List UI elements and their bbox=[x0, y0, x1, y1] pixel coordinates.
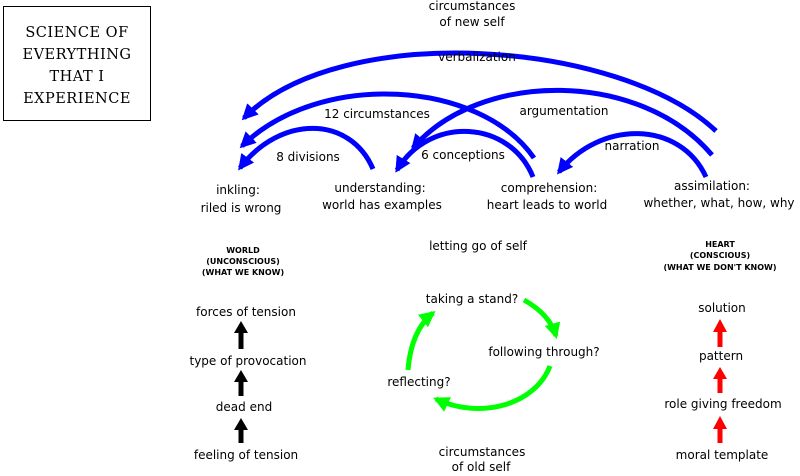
up-arrow-icon bbox=[234, 418, 248, 443]
world-item: dead end bbox=[216, 400, 272, 414]
cycle-step: reflecting? bbox=[387, 375, 450, 389]
narration-arc bbox=[557, 131, 709, 179]
green-arrow-reflect-to-stand bbox=[405, 310, 436, 371]
argumentation-label: argumentation bbox=[519, 104, 608, 118]
six-conceptions-label: 6 conceptions bbox=[421, 148, 505, 162]
title-line: EVERYTHING bbox=[22, 47, 132, 63]
up-arrow-icon bbox=[713, 319, 727, 347]
up-arrow-icon bbox=[713, 416, 727, 443]
comprehension-desc: heart leads to world bbox=[487, 198, 607, 212]
narration-label: narration bbox=[605, 139, 660, 153]
cycle-top-label: letting go of self bbox=[429, 239, 528, 253]
world-item: type of provocation bbox=[189, 354, 306, 368]
verbalization-arc bbox=[241, 50, 718, 133]
comprehension-title: comprehension: bbox=[501, 181, 597, 195]
blue-arcs bbox=[238, 50, 718, 179]
red-arrows bbox=[713, 319, 727, 443]
cycle-step: following through? bbox=[488, 345, 599, 359]
up-arrow-icon bbox=[234, 321, 248, 349]
world-header-line2: (UNCONSCIOUS) bbox=[206, 257, 280, 266]
cycle: letting go of self taking a stand? follo… bbox=[387, 239, 599, 474]
heart-header-line2: (CONSCIOUS) bbox=[690, 251, 750, 260]
inkling-desc: riled is wrong bbox=[201, 201, 282, 215]
eight-divisions-arc bbox=[238, 125, 376, 171]
world-item: feeling of tension bbox=[194, 448, 298, 462]
world-item: forces of tension bbox=[196, 305, 296, 319]
eight-divisions-label: 8 divisions bbox=[276, 150, 340, 164]
heart-item: solution bbox=[698, 301, 746, 315]
heart-item: moral template bbox=[676, 448, 769, 462]
green-arrow-stand-to-follow bbox=[522, 297, 561, 340]
old-self-label-line2: of old self bbox=[452, 460, 511, 474]
six-conceptions-arc bbox=[394, 128, 536, 178]
heart-header-line3: (WHAT WE DON'T KNOW) bbox=[663, 263, 776, 272]
verbalization-label: verbalization bbox=[438, 50, 516, 64]
new-self-label-line2: of new self bbox=[439, 15, 505, 29]
heart-header-line1: HEART bbox=[705, 240, 735, 249]
twelve-circumstances-arc bbox=[239, 91, 537, 160]
up-arrow-icon bbox=[713, 367, 727, 393]
title-line: SCIENCE OF bbox=[25, 25, 129, 41]
new-self-label-line1: circumstances bbox=[429, 0, 516, 13]
title-box: SCIENCE OF EVERYTHING THAT I EXPERIENCE bbox=[3, 6, 151, 121]
heart-column: HEART (CONSCIOUS) (WHAT WE DON'T KNOW) s… bbox=[663, 240, 781, 462]
argumentation-arc bbox=[410, 87, 714, 157]
black-arrows bbox=[234, 321, 248, 443]
world-column: WORLD (UNCONSCIOUS) (WHAT WE KNOW) force… bbox=[189, 246, 306, 462]
title-line: EXPERIENCE bbox=[23, 91, 131, 107]
assimilation-title: assimilation: bbox=[674, 179, 750, 193]
twelve-circumstances-label: 12 circumstances bbox=[324, 107, 430, 121]
assimilation-desc: whether, what, how, why bbox=[643, 196, 794, 210]
heart-item: role giving freedom bbox=[664, 397, 781, 411]
heart-item: pattern bbox=[699, 349, 743, 363]
understanding-title: understanding: bbox=[334, 181, 425, 195]
understanding-desc: world has examples bbox=[322, 198, 442, 212]
world-header-line3: (WHAT WE KNOW) bbox=[202, 268, 284, 277]
green-arrow-follow-to-reflect bbox=[433, 365, 553, 412]
up-arrow-icon bbox=[234, 370, 248, 396]
world-header-line1: WORLD bbox=[226, 246, 260, 255]
inkling-title: inkling: bbox=[216, 183, 260, 197]
title-line: THAT I bbox=[49, 69, 105, 85]
cycle-step: taking a stand? bbox=[426, 292, 518, 306]
old-self-label-line1: circumstances bbox=[439, 445, 526, 459]
